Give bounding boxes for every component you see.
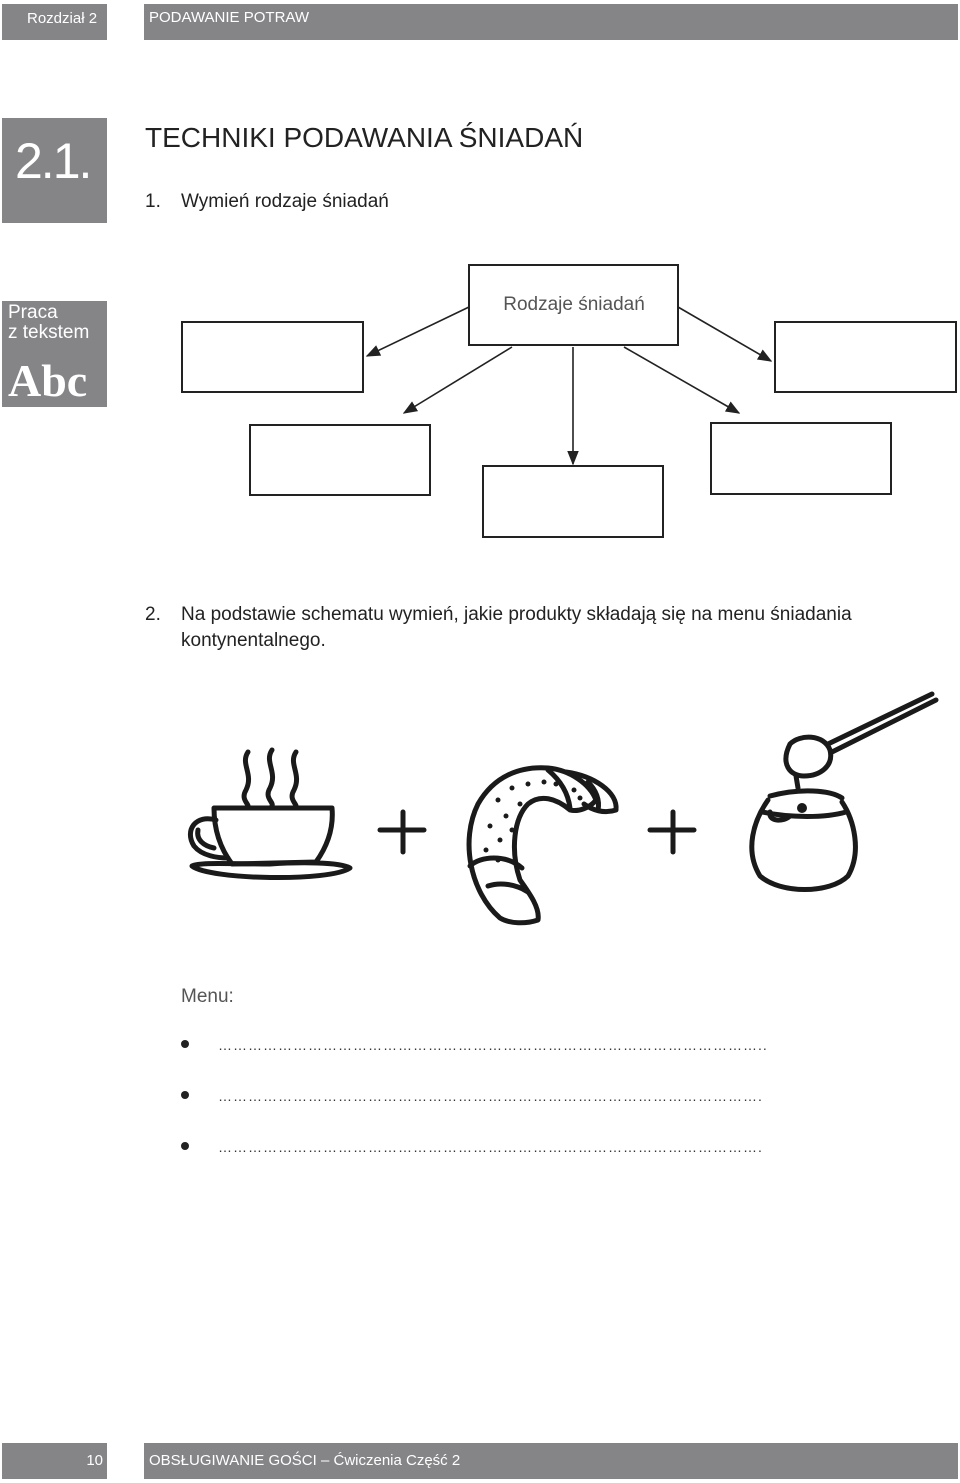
breakfast-illustration bbox=[187, 691, 939, 926]
arrow-to-box-4 bbox=[623, 346, 741, 414]
section-number-box: 2.1. bbox=[2, 118, 107, 223]
menu-answer-line-3[interactable]: ………………………………………………………………………………………………. bbox=[218, 1139, 763, 1153]
menu-answer-line-1[interactable]: ……………………………………………………………………………………………….. bbox=[218, 1037, 768, 1051]
arrow-to-box-2 bbox=[677, 306, 773, 362]
chapter-tab: Rozdział 2 bbox=[2, 4, 107, 40]
badge-line-1: Praca bbox=[8, 302, 58, 323]
question-2-line-2: kontynentalnego. bbox=[181, 630, 326, 651]
arrow-to-box-3 bbox=[402, 346, 513, 414]
arrow-to-box-1 bbox=[365, 306, 470, 357]
question-1-number: 1. bbox=[145, 191, 161, 212]
question-1: 1. Wymień rodzaje śniadań bbox=[145, 191, 389, 213]
question-1-text: Wymień rodzaje śniadań bbox=[181, 191, 389, 212]
footer-bar: OBSŁUGIWANIE GOŚCI – Ćwiczenia Część 2 bbox=[144, 1443, 958, 1479]
menu-answer-line-2[interactable]: ………………………………………………………………………………………………. bbox=[218, 1088, 763, 1102]
chapter-label: Rozdział 2 bbox=[27, 10, 98, 27]
plus-icon bbox=[647, 809, 697, 855]
question-2: 2. Na podstawie schematu wymień, jakie pr… bbox=[145, 602, 935, 654]
question-2-number: 2. bbox=[145, 604, 161, 625]
footer-book-title: OBSŁUGIWANIE GOŚCI – Ćwiczenia Część 2 bbox=[149, 1452, 461, 1469]
diagram-center-label: Rodzaje śniadań bbox=[503, 294, 645, 315]
badge-line-2: z tekstem bbox=[8, 322, 90, 343]
plus-icon bbox=[377, 809, 427, 855]
page-title: TECHNIKI PODAWANIA ŚNIADAŃ bbox=[145, 122, 584, 153]
menu-bullet-3 bbox=[181, 1142, 189, 1150]
footer-page-tab: 10 bbox=[2, 1443, 107, 1479]
header-section-title: PODAWANIE POTRAW bbox=[149, 9, 310, 26]
answer-box-5[interactable] bbox=[482, 465, 664, 538]
menu-bullet-2 bbox=[181, 1091, 189, 1099]
breakfast-types-diagram bbox=[181, 264, 957, 538]
honey-pot-icon bbox=[749, 691, 939, 892]
croissant-icon bbox=[466, 765, 619, 926]
croissant-dots bbox=[483, 779, 583, 863]
section-number: 2.1. bbox=[15, 133, 92, 189]
page-number: 10 bbox=[86, 1452, 103, 1469]
answer-box-3[interactable] bbox=[249, 424, 431, 496]
honey-drop bbox=[797, 803, 807, 813]
diagram-center-box bbox=[468, 264, 679, 346]
praca-z-tekstem-badge: Praca z tekstem Abc bbox=[2, 301, 107, 407]
menu-bullet-1 bbox=[181, 1040, 189, 1048]
answer-box-4[interactable] bbox=[710, 422, 892, 495]
answer-box-1[interactable] bbox=[181, 321, 364, 393]
answer-box-2[interactable] bbox=[774, 321, 957, 393]
coffee-cup-icon bbox=[187, 747, 353, 881]
question-2-line-1: Na podstawie schematu wymień, jakie prod… bbox=[181, 604, 852, 625]
abc-logo: Abc bbox=[8, 355, 88, 406]
header-bar: PODAWANIE POTRAW bbox=[144, 4, 958, 40]
menu-label: Menu: bbox=[181, 986, 234, 1007]
